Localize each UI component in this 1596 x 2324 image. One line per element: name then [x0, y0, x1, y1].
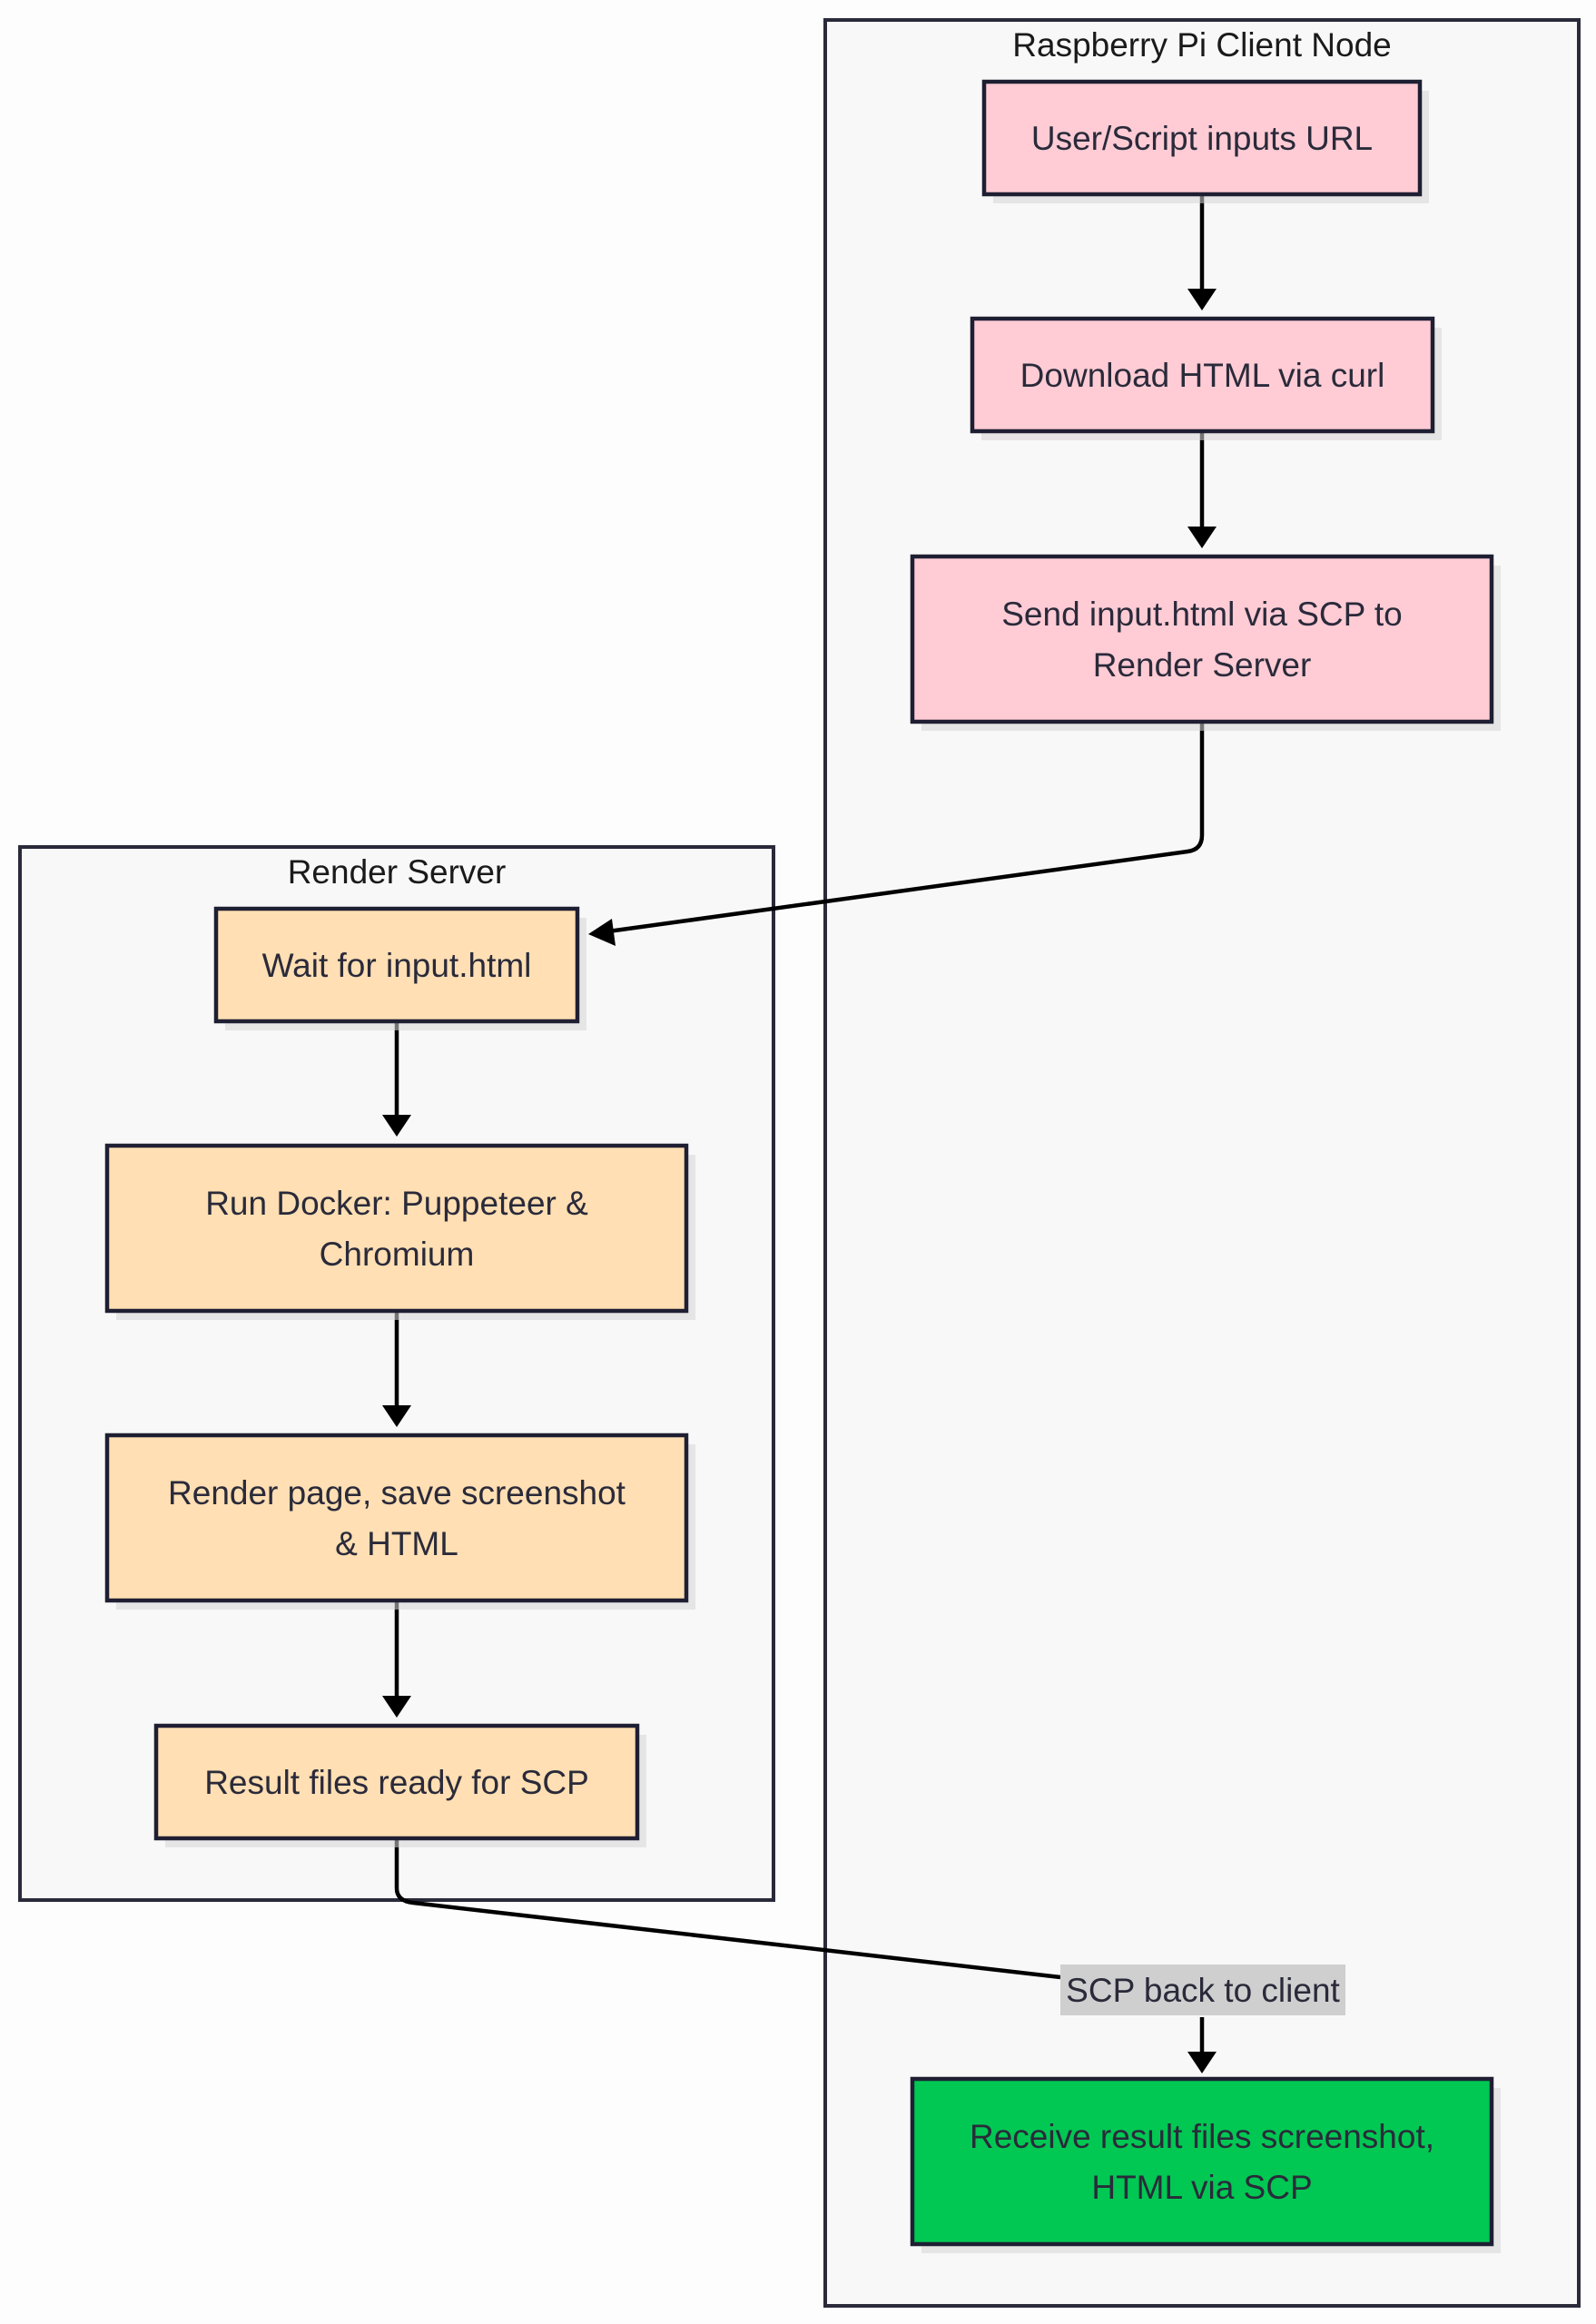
node-label-line: User/Script inputs URL [1031, 120, 1373, 157]
node-label-line: Download HTML via curl [1020, 357, 1385, 394]
edge-label-text: SCP back to client [1066, 1972, 1340, 2009]
edge-result-to-receive [394, 1840, 1061, 1980]
node-box [910, 554, 1494, 724]
node-label-line: Render Server [1093, 646, 1312, 684]
node-label-line: Run Docker: Puppeteer & [205, 1185, 588, 1222]
edge-send-to-wait [607, 724, 1205, 934]
node-run-docker: Run Docker: Puppeteer & Chromium [104, 1143, 695, 1320]
arrowhead-send [1187, 527, 1217, 548]
node-receive-result: Receive result files screenshot, HTML via… [910, 2076, 1501, 2253]
node-wait-input: Wait for input.html [213, 906, 586, 1030]
node-box [153, 1723, 640, 1841]
edge-label-scp-back: SCP back to client [1060, 1965, 1345, 2015]
node-box [910, 2076, 1494, 2247]
node-label-line: HTML via SCP [1091, 2169, 1312, 2206]
node-user-input: User/Script inputs URL [981, 79, 1429, 203]
node-box [213, 906, 580, 1024]
arrowhead-render [382, 1405, 411, 1427]
node-label-line: Send input.html via SCP to [1001, 596, 1403, 633]
node-result-files: Result files ready for SCP [153, 1723, 646, 1847]
arrowhead-receive [1187, 2052, 1217, 2073]
node-download-html: Download HTML via curl [970, 316, 1442, 440]
node-box [970, 316, 1435, 434]
node-label-line: & HTML [335, 1525, 458, 1562]
node-box [104, 1143, 689, 1314]
arrowhead-docker [382, 1115, 411, 1137]
edges [382, 196, 1217, 2073]
node-render-page: Render page, save screenshot & HTML [104, 1433, 695, 1610]
cluster-title-server: Render Server [288, 853, 507, 891]
nodes: User/Script inputs URL Download HTML via… [104, 79, 1501, 2253]
arrowhead-wait [588, 919, 616, 946]
node-label-line: Chromium [320, 1236, 475, 1273]
node-box [981, 79, 1423, 197]
node-label-line: Result files ready for SCP [204, 1764, 589, 1801]
node-send-input: Send input.html via SCP to Render Server [910, 554, 1501, 731]
node-label-line: Wait for input.html [262, 947, 532, 984]
node-box [104, 1433, 689, 1603]
cluster-title-client: Raspberry Pi Client Node [1012, 26, 1391, 64]
arrowhead-download [1187, 289, 1217, 310]
arrowhead-result [382, 1696, 411, 1718]
node-label-line: Receive result files screenshot, [970, 2118, 1434, 2155]
node-label-line: Render page, save screenshot [168, 1474, 626, 1512]
